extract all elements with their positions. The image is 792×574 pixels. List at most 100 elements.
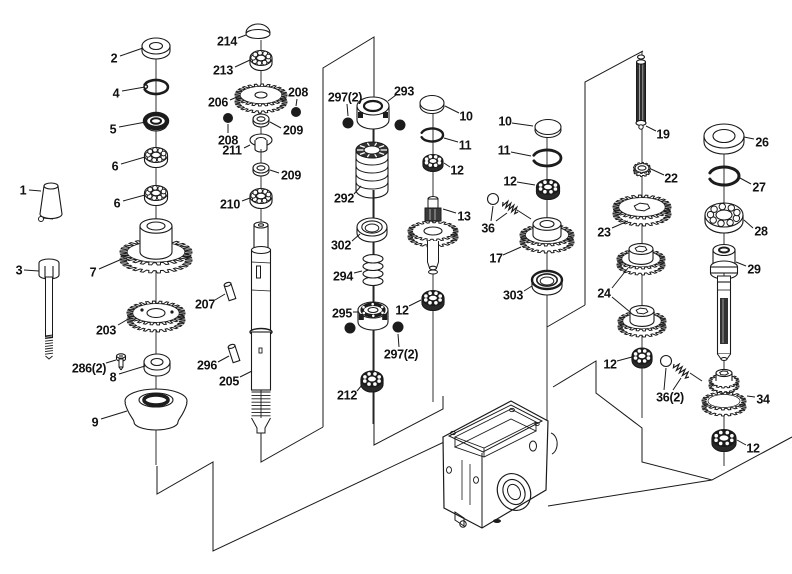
svg-text:210: 210 [220, 198, 240, 212]
part-label-1-0: 1 [20, 184, 42, 198]
svg-text:211: 211 [222, 144, 242, 158]
part-12 [631, 347, 653, 369]
svg-text:19: 19 [656, 128, 670, 142]
svg-text:2: 2 [111, 52, 118, 66]
part-12 [711, 428, 737, 453]
part-label-205-23: 205 [219, 370, 253, 389]
part-label-22-44: 22 [650, 168, 678, 186]
svg-text:6: 6 [112, 160, 119, 174]
part-label-208-15: 208 [218, 124, 239, 148]
svg-text:17: 17 [489, 252, 503, 266]
part-label-24-46: 24 [597, 267, 631, 313]
svg-text:297(2): 297(2) [384, 348, 418, 362]
svg-text:12: 12 [746, 442, 760, 456]
svg-text:295: 295 [332, 307, 352, 321]
part-36-2-ball [659, 354, 673, 368]
part-34 [701, 368, 747, 417]
part-label-2972-24: 297(2) [328, 91, 363, 117]
part-4 [143, 78, 170, 96]
svg-text:12: 12 [450, 164, 464, 178]
part-label-6-5: 6 [112, 156, 146, 174]
panel-outline [156, 425, 479, 552]
svg-text:28: 28 [754, 225, 768, 239]
svg-text:36: 36 [481, 222, 495, 236]
part-12 [422, 153, 444, 173]
svg-text:302: 302 [331, 239, 351, 253]
part-label-7-7: 7 [90, 258, 123, 280]
part-label-8-10: 8 [110, 365, 146, 385]
part-11 [532, 148, 563, 168]
part-label-5-4: 5 [110, 121, 147, 137]
panel-outline [547, 479, 713, 507]
svg-text:11: 11 [498, 144, 511, 158]
part-7 [119, 218, 193, 274]
part-205 [249, 221, 273, 434]
part-label-12-30: 12 [395, 299, 422, 318]
part-label-28-53: 28 [743, 219, 768, 239]
part-214 [245, 23, 271, 40]
part-6 [143, 146, 169, 169]
part-label-2-1: 2 [111, 47, 144, 66]
part-29 [709, 243, 739, 362]
part-13 [407, 195, 459, 275]
part-28 [704, 202, 744, 234]
part-286-2 [115, 353, 127, 371]
part-17 [519, 217, 575, 254]
svg-text:34: 34 [756, 393, 770, 407]
svg-text:5: 5 [110, 123, 117, 137]
part-label-3-2: 3 [16, 264, 40, 278]
part-11 [420, 127, 445, 143]
svg-text:6: 6 [114, 197, 121, 211]
svg-text:8: 8 [110, 371, 117, 385]
svg-text:297(2): 297(2) [328, 91, 362, 105]
part-label-27-52: 27 [739, 177, 766, 195]
part-209 [252, 113, 270, 128]
part-label-203-8: 203 [96, 317, 131, 338]
svg-text:29: 29 [747, 263, 761, 277]
part-206 [234, 83, 288, 114]
part-1 [38, 182, 63, 222]
part-label-212-32: 212 [337, 384, 363, 403]
svg-text:12: 12 [603, 358, 617, 372]
svg-text:12: 12 [503, 175, 517, 189]
svg-text:23: 23 [597, 226, 611, 240]
svg-text:206: 206 [208, 96, 228, 110]
part-label-9-11: 9 [92, 410, 128, 430]
svg-text:214: 214 [217, 35, 237, 49]
part-label-302-27: 302 [331, 233, 361, 253]
part-203 [126, 300, 186, 333]
part-label-12-39: 12 [503, 175, 536, 189]
part-26 [703, 123, 745, 155]
part-24 [616, 243, 666, 276]
svg-text:7: 7 [90, 266, 97, 280]
part-208 [290, 106, 302, 118]
part-292 [355, 141, 389, 199]
part-27 [708, 165, 741, 187]
svg-text:11: 11 [459, 139, 472, 153]
svg-text:22: 22 [664, 172, 678, 186]
panel-outline [260, 426, 324, 463]
panel-outline [552, 360, 792, 481]
part-6 [143, 184, 169, 207]
part-label-10-37: 10 [498, 115, 534, 129]
part-label-2972-31: 297(2) [384, 333, 419, 362]
part-label-206-14: 206 [208, 96, 238, 110]
part-label-303-42: 303 [503, 285, 533, 303]
part-12 [535, 178, 561, 201]
part-207 [223, 281, 237, 302]
part-label-210-20: 210 [220, 198, 251, 212]
part-label-6-6: 6 [114, 194, 146, 211]
svg-text:205: 205 [219, 375, 239, 389]
svg-text:296: 296 [197, 359, 217, 373]
svg-text:13: 13 [457, 210, 471, 224]
part-label-293-25: 293 [387, 85, 415, 102]
part-label-12-50: 12 [736, 439, 760, 456]
svg-text:1: 1 [20, 184, 27, 198]
part-label-214-12: 214 [217, 35, 247, 49]
part-label-296-22: 296 [197, 355, 230, 373]
part-303 [530, 269, 564, 296]
part-208 [222, 112, 234, 124]
part-296 [227, 343, 241, 364]
part-22 [632, 161, 652, 178]
